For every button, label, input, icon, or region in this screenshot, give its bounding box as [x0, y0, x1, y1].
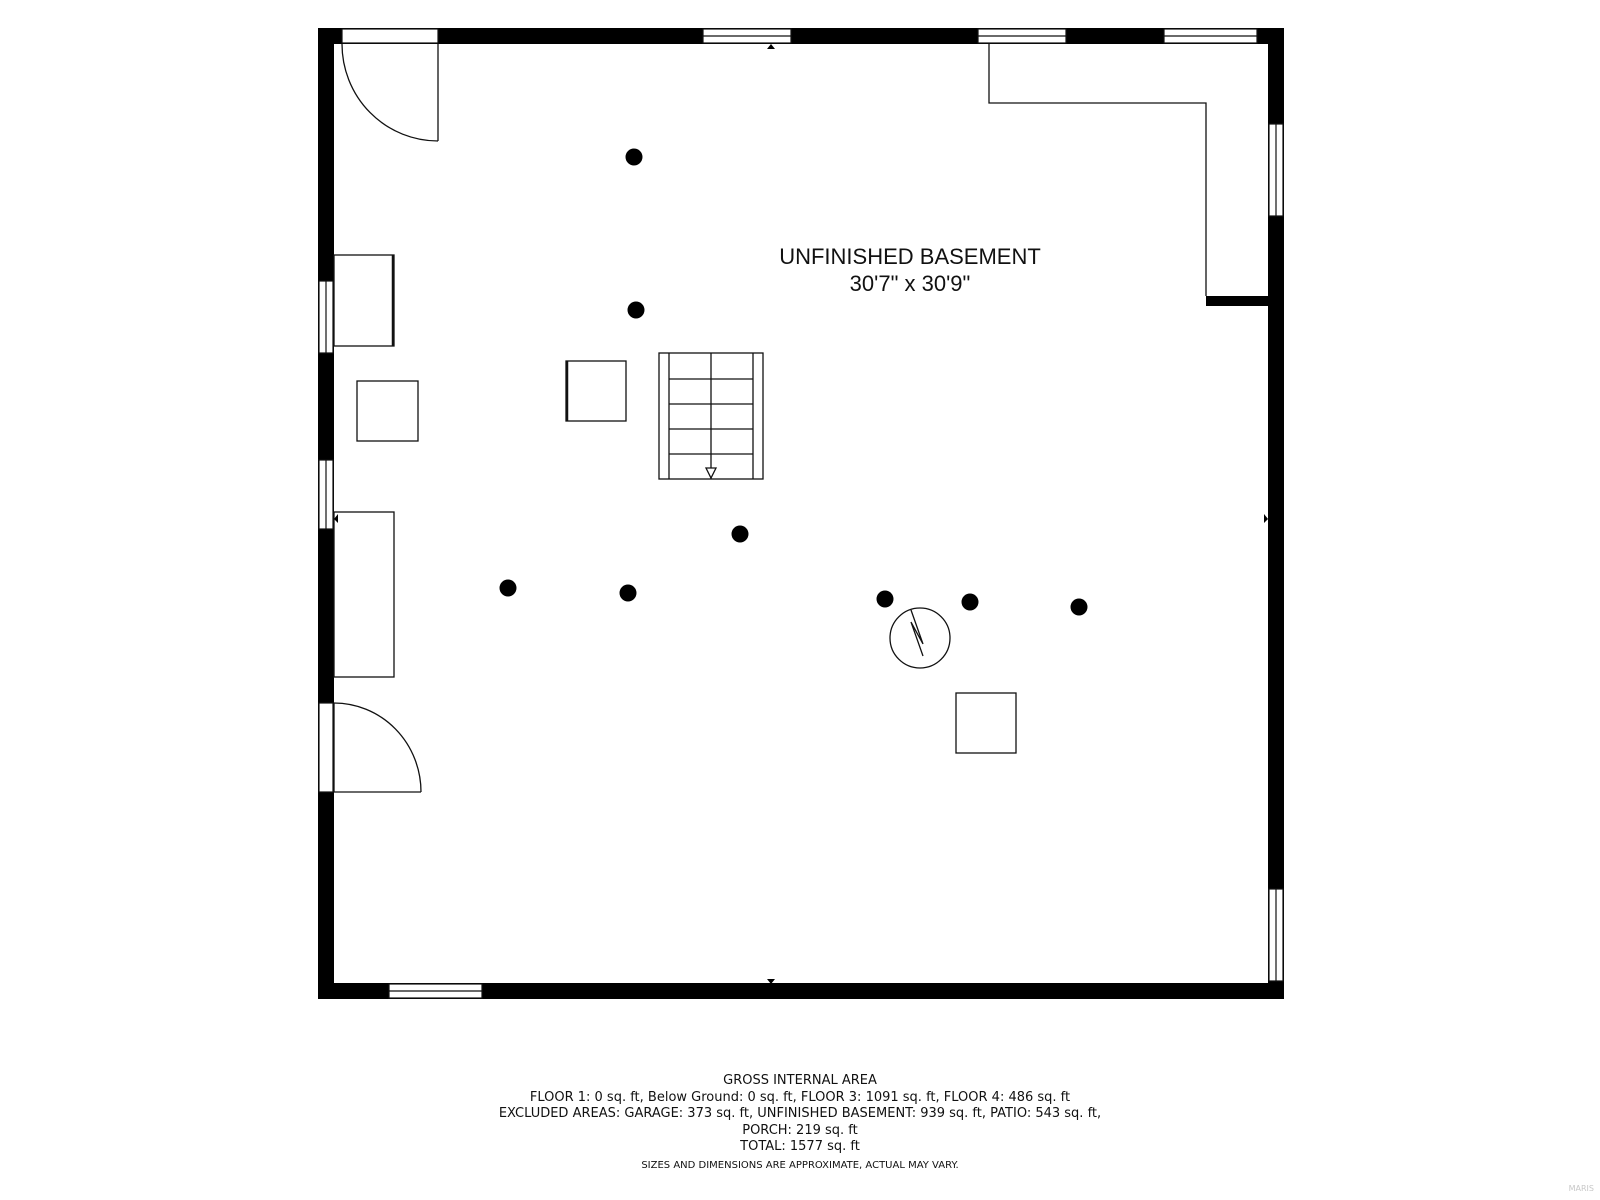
fixture-left-box — [356, 380, 419, 442]
water-heater-icon — [889, 607, 951, 669]
support-post-icons — [499, 148, 1088, 616]
watermark-text: MARIS — [1568, 1184, 1594, 1193]
gross-area-total: TOTAL: 1577 sq. ft — [740, 1139, 860, 1155]
door-opening-left — [318, 702, 334, 793]
room-dimensions: 30'7" x 30'9" — [850, 271, 971, 296]
stairs-direction-arrow — [704, 467, 718, 480]
fixture-lower-box — [955, 692, 1017, 754]
fixture-left-upper — [333, 254, 395, 347]
support-post-icon — [625, 148, 643, 166]
stairs-icon — [658, 352, 764, 480]
fixture-left-long — [333, 511, 395, 678]
room-name: UNFINISHED BASEMENT — [779, 244, 1041, 269]
gross-area-title: GROSS INTERNAL AREA — [723, 1073, 877, 1088]
support-post-icon — [876, 590, 894, 608]
disclaimer-note: SIZES AND DIMENSIONS ARE APPROXIMATE, AC… — [641, 1159, 959, 1171]
dimension-markers — [334, 44, 1268, 984]
gross-area-floors: FLOOR 1: 0 sq. ft, Below Ground: 0 sq. f… — [529, 1089, 1071, 1105]
door-top-left — [341, 43, 439, 142]
door-opening-top-left — [341, 28, 439, 44]
support-post-icon — [627, 301, 645, 319]
fixtures — [333, 44, 1207, 754]
door-left — [333, 702, 422, 793]
wall-bottom — [318, 983, 1284, 999]
doors — [333, 43, 439, 793]
support-post-icon — [499, 579, 517, 597]
interior-wall-stub — [1206, 296, 1272, 306]
wall-top — [318, 28, 1284, 44]
wall-right — [1268, 28, 1284, 999]
support-post-icon — [731, 525, 749, 543]
wall-openings — [318, 28, 1284, 999]
support-post-icon — [619, 584, 637, 602]
support-post-icon — [1070, 598, 1088, 616]
gross-area-porch: PORCH: 219 sq. ft — [742, 1122, 858, 1138]
gross-area-summary: GROSS INTERNAL AREA FLOOR 1: 0 sq. ft, B… — [300, 1073, 1300, 1174]
gross-area-excluded: EXCLUDED AREAS: GARAGE: 373 sq. ft, UNFI… — [498, 1106, 1102, 1122]
exterior-walls — [318, 28, 1284, 999]
fixture-center-box — [565, 360, 627, 422]
built-in-counter — [988, 44, 1207, 296]
support-post-icon — [961, 593, 979, 611]
